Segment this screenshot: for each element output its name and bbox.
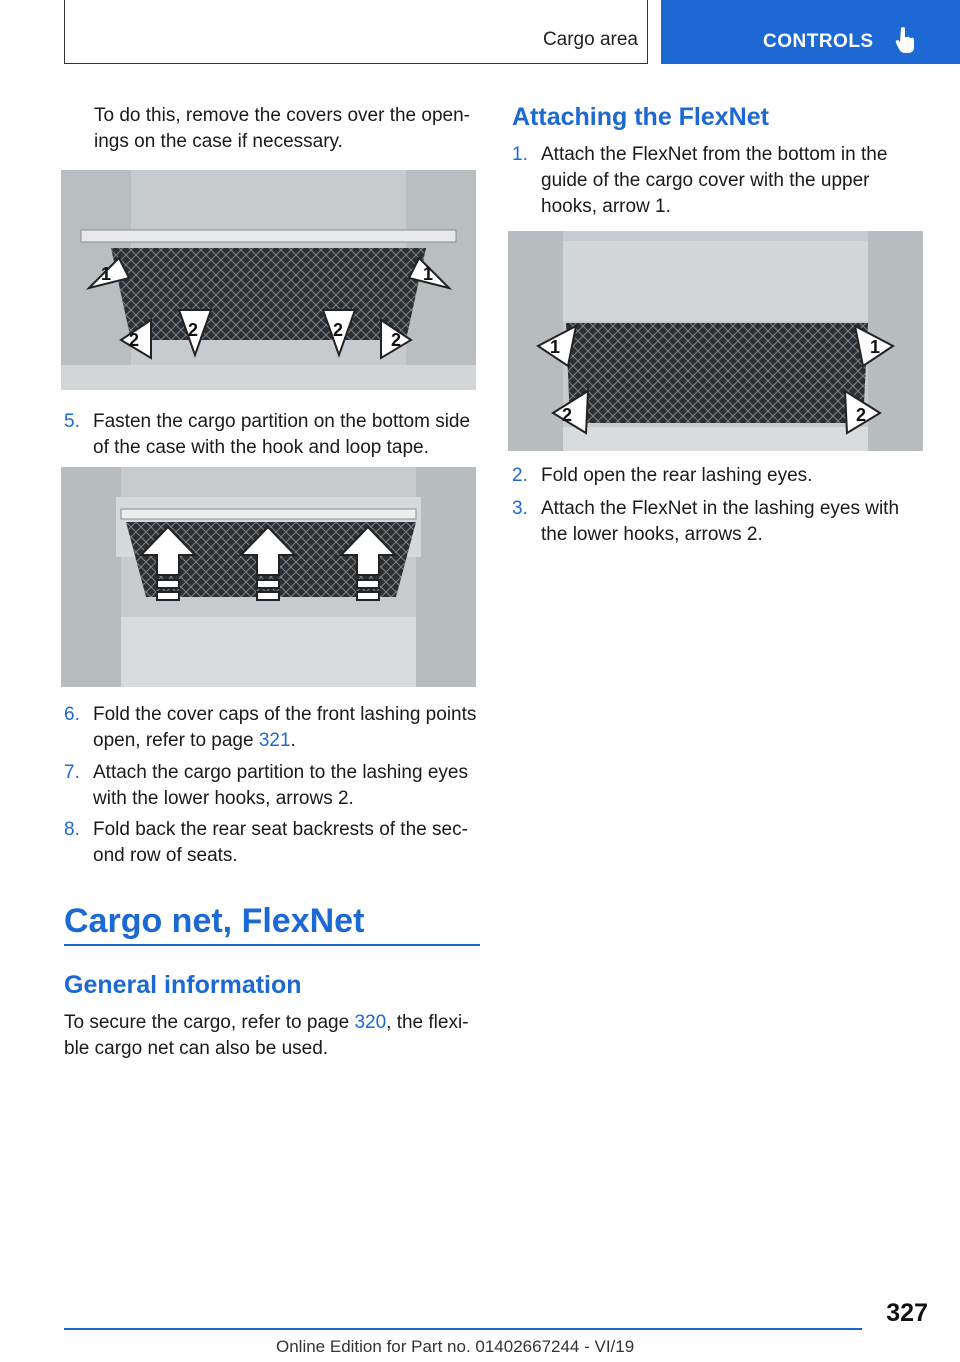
step-7: 7. Attach the cargo partition to the las… [64,760,484,812]
fig1-arrow-label: 2 [188,320,198,340]
step-number: 5. [64,411,80,432]
edition-footer: Online Edition for Part no. 01402667244 … [276,1337,635,1356]
step-line: Attach the FlexNet in the lashing eyes w… [541,498,900,519]
general-text: To secure the cargo, refer to page [64,1012,355,1033]
heading-general-information: General information [64,971,302,999]
intro-line-2: ings on the case if necessary. [94,131,343,152]
general-paragraph: To secure the cargo, refer to page 320, … [64,1010,484,1062]
fig1-arrow-label: 2 [333,320,343,340]
step-line: Attach the cargo partition to the lashin… [93,762,468,783]
fig1-arrow-label: 1 [423,264,433,284]
step-line: the lower hooks, arrows 2. [541,524,763,545]
step-2: 2. Fold open the rear lashing eyes. [512,463,932,489]
step-3: 3. Attach the FlexNet in the lashing eye… [512,496,932,548]
footer-rule [64,1328,862,1330]
fig3-arrow-label: 1 [870,337,880,357]
page-link-321[interactable]: 321 [258,730,291,751]
step-number: 1. [512,144,528,165]
step-line: guide of the cargo cover with the upper [541,170,870,191]
cargo-partition-illustration: 1 1 2 2 2 2 [61,170,476,390]
fig3-arrow-label: 2 [856,405,866,425]
step-number: 8. [64,819,80,840]
step-text: Attach the FlexNet in the lashing eyes w… [541,496,899,548]
general-text: ble cargo net can also be used. [64,1038,329,1059]
heading-cargo-net: Cargo net, FlexNet [64,902,365,940]
page-number: 327 [886,1299,928,1327]
fig3-arrow-label: 2 [562,405,572,425]
page-link-320[interactable]: 320 [354,1012,387,1033]
hand-pointer-icon [895,27,914,53]
step-6: 6. Fold the cover caps of the front lash… [64,702,484,754]
controls-tab-label: CONTROLS [763,31,874,52]
intro-paragraph: To do this, remove the covers over the o… [94,103,484,155]
step-text: Fold the cover caps of the front lashing… [93,702,476,754]
step-1: 1. Attach the FlexNet from the bottom in… [512,142,932,222]
step-text: Attach the cargo partition to the lashin… [93,760,468,812]
general-text: , the flexi- [386,1012,469,1033]
flexnet-attaching-illustration: 1 1 2 2 [508,231,923,451]
header-bar [64,0,648,64]
step-text: Fasten the cargo partition on the bottom… [93,409,470,461]
step-5: 5. Fasten the cargo partition on the bot… [64,409,484,461]
step-line: hooks, arrow 1. [541,196,671,217]
fig3-arrow-label: 1 [550,337,560,357]
step-line: Fold back the rear seat backrests of the… [93,819,468,840]
controls-tab[interactable]: CONTROLS [661,0,960,64]
step-text: Fold open the rear lashing eyes. [541,465,813,486]
step-number: 3. [512,498,528,519]
intro-line-1: To do this, remove the covers over the o… [94,105,470,126]
step-punctuation: . [290,730,296,751]
fig1-arrow-label: 2 [129,330,139,350]
section-title: Cargo area [542,29,638,50]
step-number: 7. [64,762,80,783]
step-8: 8. Fold back the rear seat backrests of … [64,817,484,869]
step-line: open, refer to page [93,730,259,751]
fig1-arrow-label: 2 [391,330,401,350]
step-line: of the case with the hook and loop tape. [93,437,429,458]
step-line: ond row of seats. [93,845,238,866]
step-line: Attach the FlexNet from the bottom in th… [541,144,888,165]
step-number: 2. [512,465,528,486]
heading-attaching-flexnet: Attaching the FlexNet [512,103,769,131]
step-line: Fold the cover caps of the front lashing… [93,704,477,725]
fig1-arrow-label: 1 [101,264,111,284]
step-text: Attach the FlexNet from the bottom in th… [541,142,887,220]
step-line: Fasten the cargo partition on the bottom… [93,411,471,432]
cargo-partition-tape-illustration [61,467,476,687]
heading-rule [64,944,480,946]
step-text: Fold back the rear seat backrests of the… [93,817,468,869]
step-number: 6. [64,704,80,725]
step-line: with the lower hooks, arrows 2. [93,788,354,809]
